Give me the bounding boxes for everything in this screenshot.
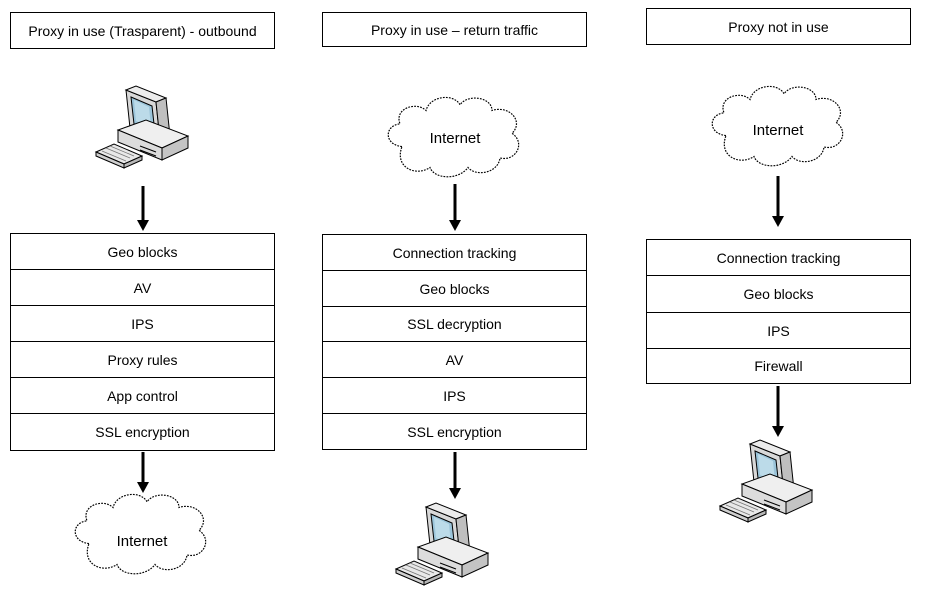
column-1-step: Proxy rules [10, 342, 275, 378]
column-3-step: IPS [646, 313, 911, 349]
computer-icon [95, 85, 189, 169]
column-3-step: Connection tracking [646, 239, 911, 276]
computer-icon [719, 439, 813, 523]
column-1-step: SSL encryption [10, 414, 275, 451]
column-2-step: SSL decryption [322, 307, 587, 342]
flow-arrowhead [772, 216, 784, 227]
column-1-step: App control [10, 378, 275, 414]
column-2-step: AV [322, 342, 587, 378]
column-2-step: IPS [322, 378, 587, 414]
column-3-step: Geo blocks [646, 276, 911, 313]
column-2-step: Geo blocks [322, 271, 587, 307]
flow-arrowhead [449, 488, 461, 499]
flow-arrowhead [772, 426, 784, 437]
flow-arrowhead [137, 220, 149, 231]
column-1-step: AV [10, 270, 275, 306]
column-2-step: Connection tracking [322, 234, 587, 271]
column-1-step: Geo blocks [10, 233, 275, 270]
computer-icon [395, 502, 489, 586]
flow-arrowhead [449, 220, 461, 231]
column-1-title: Proxy in use (Trasparent) - outbound [10, 12, 275, 49]
column-1-step: IPS [10, 306, 275, 342]
column-2-title: Proxy in use – return traffic [322, 12, 587, 47]
column-3-title: Proxy not in use [646, 8, 911, 45]
flow-arrowhead [137, 482, 149, 493]
column-3-step: Firewall [646, 349, 911, 384]
cloud-label: Internet [753, 122, 805, 139]
cloud-label: Internet [430, 130, 482, 147]
column-2-step: SSL encryption [322, 414, 587, 450]
cloud-label: Internet [117, 533, 169, 550]
